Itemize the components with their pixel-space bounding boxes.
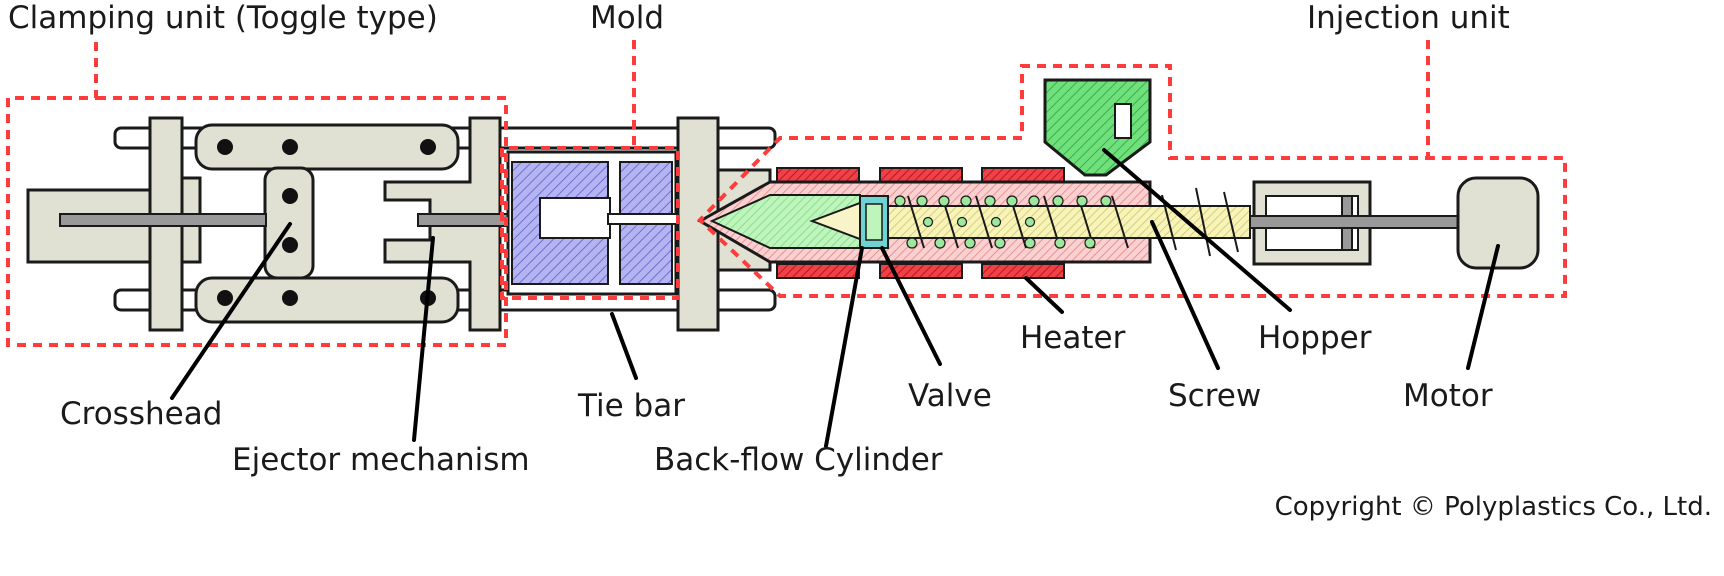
mold-cavity (539, 197, 611, 239)
injection-unit-label: Injection unit (1307, 0, 1510, 36)
motor-label: Motor (1403, 378, 1493, 414)
tie-bar-label: Tie bar (577, 388, 685, 424)
hopper-label: Hopper (1258, 320, 1372, 356)
injection-unit-graphic (696, 78, 1540, 279)
screw-flights (907, 187, 1239, 257)
clamping-unit-boundary (6, 42, 508, 347)
motor (1456, 176, 1540, 270)
heater-band (879, 167, 963, 183)
heater-band (981, 167, 1065, 183)
heater-band (776, 167, 860, 183)
back-flow-cylinder-label: Back-flow Cylinder (654, 442, 943, 478)
piston-rod (59, 213, 267, 227)
heater-label: Heater (1020, 320, 1126, 356)
heater-band (981, 263, 1065, 279)
screw-label: Screw (1168, 378, 1261, 414)
crosshead-label: Crosshead (60, 396, 222, 432)
heater-band (776, 263, 860, 279)
clamping-unit-label: Clamping unit (Toggle type) (8, 0, 438, 36)
valve-label: Valve (908, 378, 992, 414)
hopper (1043, 78, 1152, 177)
ejector-mechanism-label: Ejector mechanism (232, 442, 530, 478)
screw (887, 205, 1251, 239)
copyright-notice: Copyright © Polyplastics Co., Ltd. (1275, 492, 1712, 522)
toggle-link-bottom (194, 276, 460, 324)
ejector-rod (417, 213, 514, 227)
injection-unit-boundary (697, 40, 1567, 298)
heater-band (879, 263, 963, 279)
clamping-unit-graphic (26, 116, 777, 332)
hopper-window (1114, 103, 1132, 139)
mold-label: Mold (590, 0, 664, 36)
toggle-link-top (194, 123, 460, 171)
drive-shaft (1249, 215, 1461, 229)
pellets (894, 195, 1112, 249)
mold-boundary (500, 40, 680, 300)
leader-lines (170, 148, 1500, 448)
